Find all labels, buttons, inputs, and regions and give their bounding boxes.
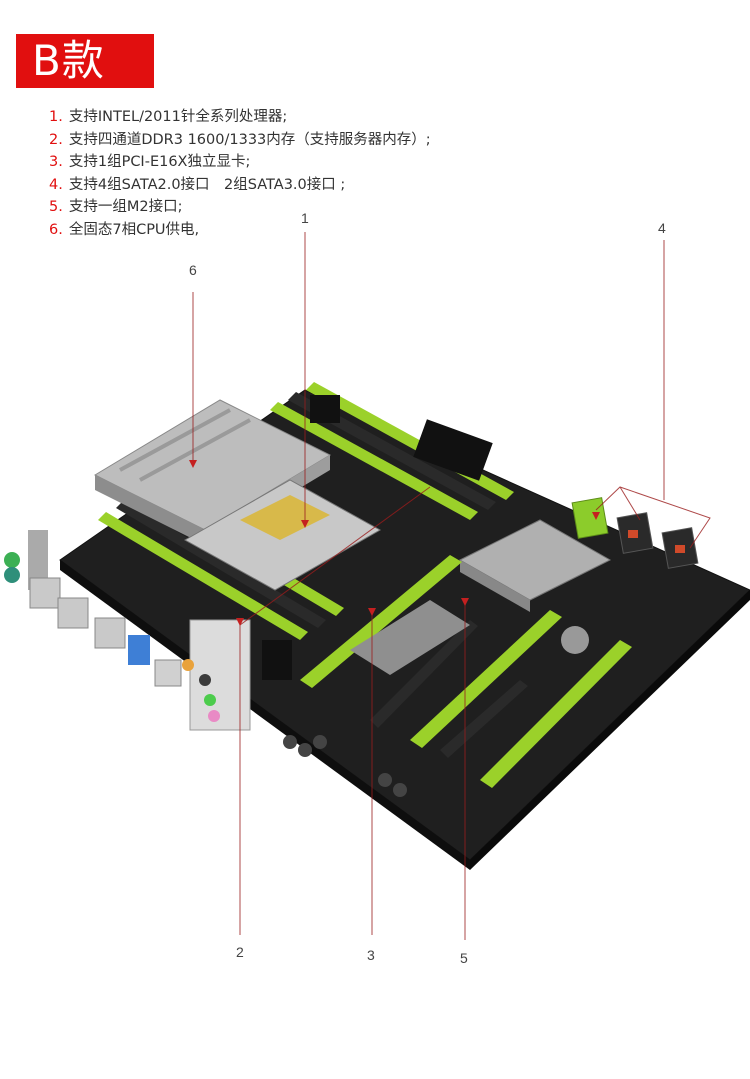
callout-3: 3: [367, 947, 375, 963]
callout-2: 2: [236, 944, 244, 960]
feature-item: 2.支持四通道DDR3 1600/1333内存（支持服务器内存）;: [49, 131, 431, 148]
feature-item: 5.支持一组M2接口;: [49, 199, 183, 215]
callout-5: 5: [460, 950, 468, 966]
feature-item: 1.支持INTEL/2011针全系列处理器;: [49, 109, 288, 125]
callout-6: 6: [189, 262, 197, 278]
feature-item: 6.全固态7相CPU供电,: [49, 221, 200, 238]
feature-item: 4.支持4组SATA2.0接口 2组SATA3.0接口 ;: [49, 176, 346, 193]
feature-list: 1.支持INTEL/2011针全系列处理器; 2.支持四通道DDR3 1600/…: [49, 106, 431, 241]
callout-1: 1: [301, 210, 309, 226]
model-badge: B款: [16, 34, 154, 88]
callout-4: 4: [658, 220, 666, 236]
feature-item: 3.支持1组PCI-E16X独立显卡;: [49, 154, 251, 170]
